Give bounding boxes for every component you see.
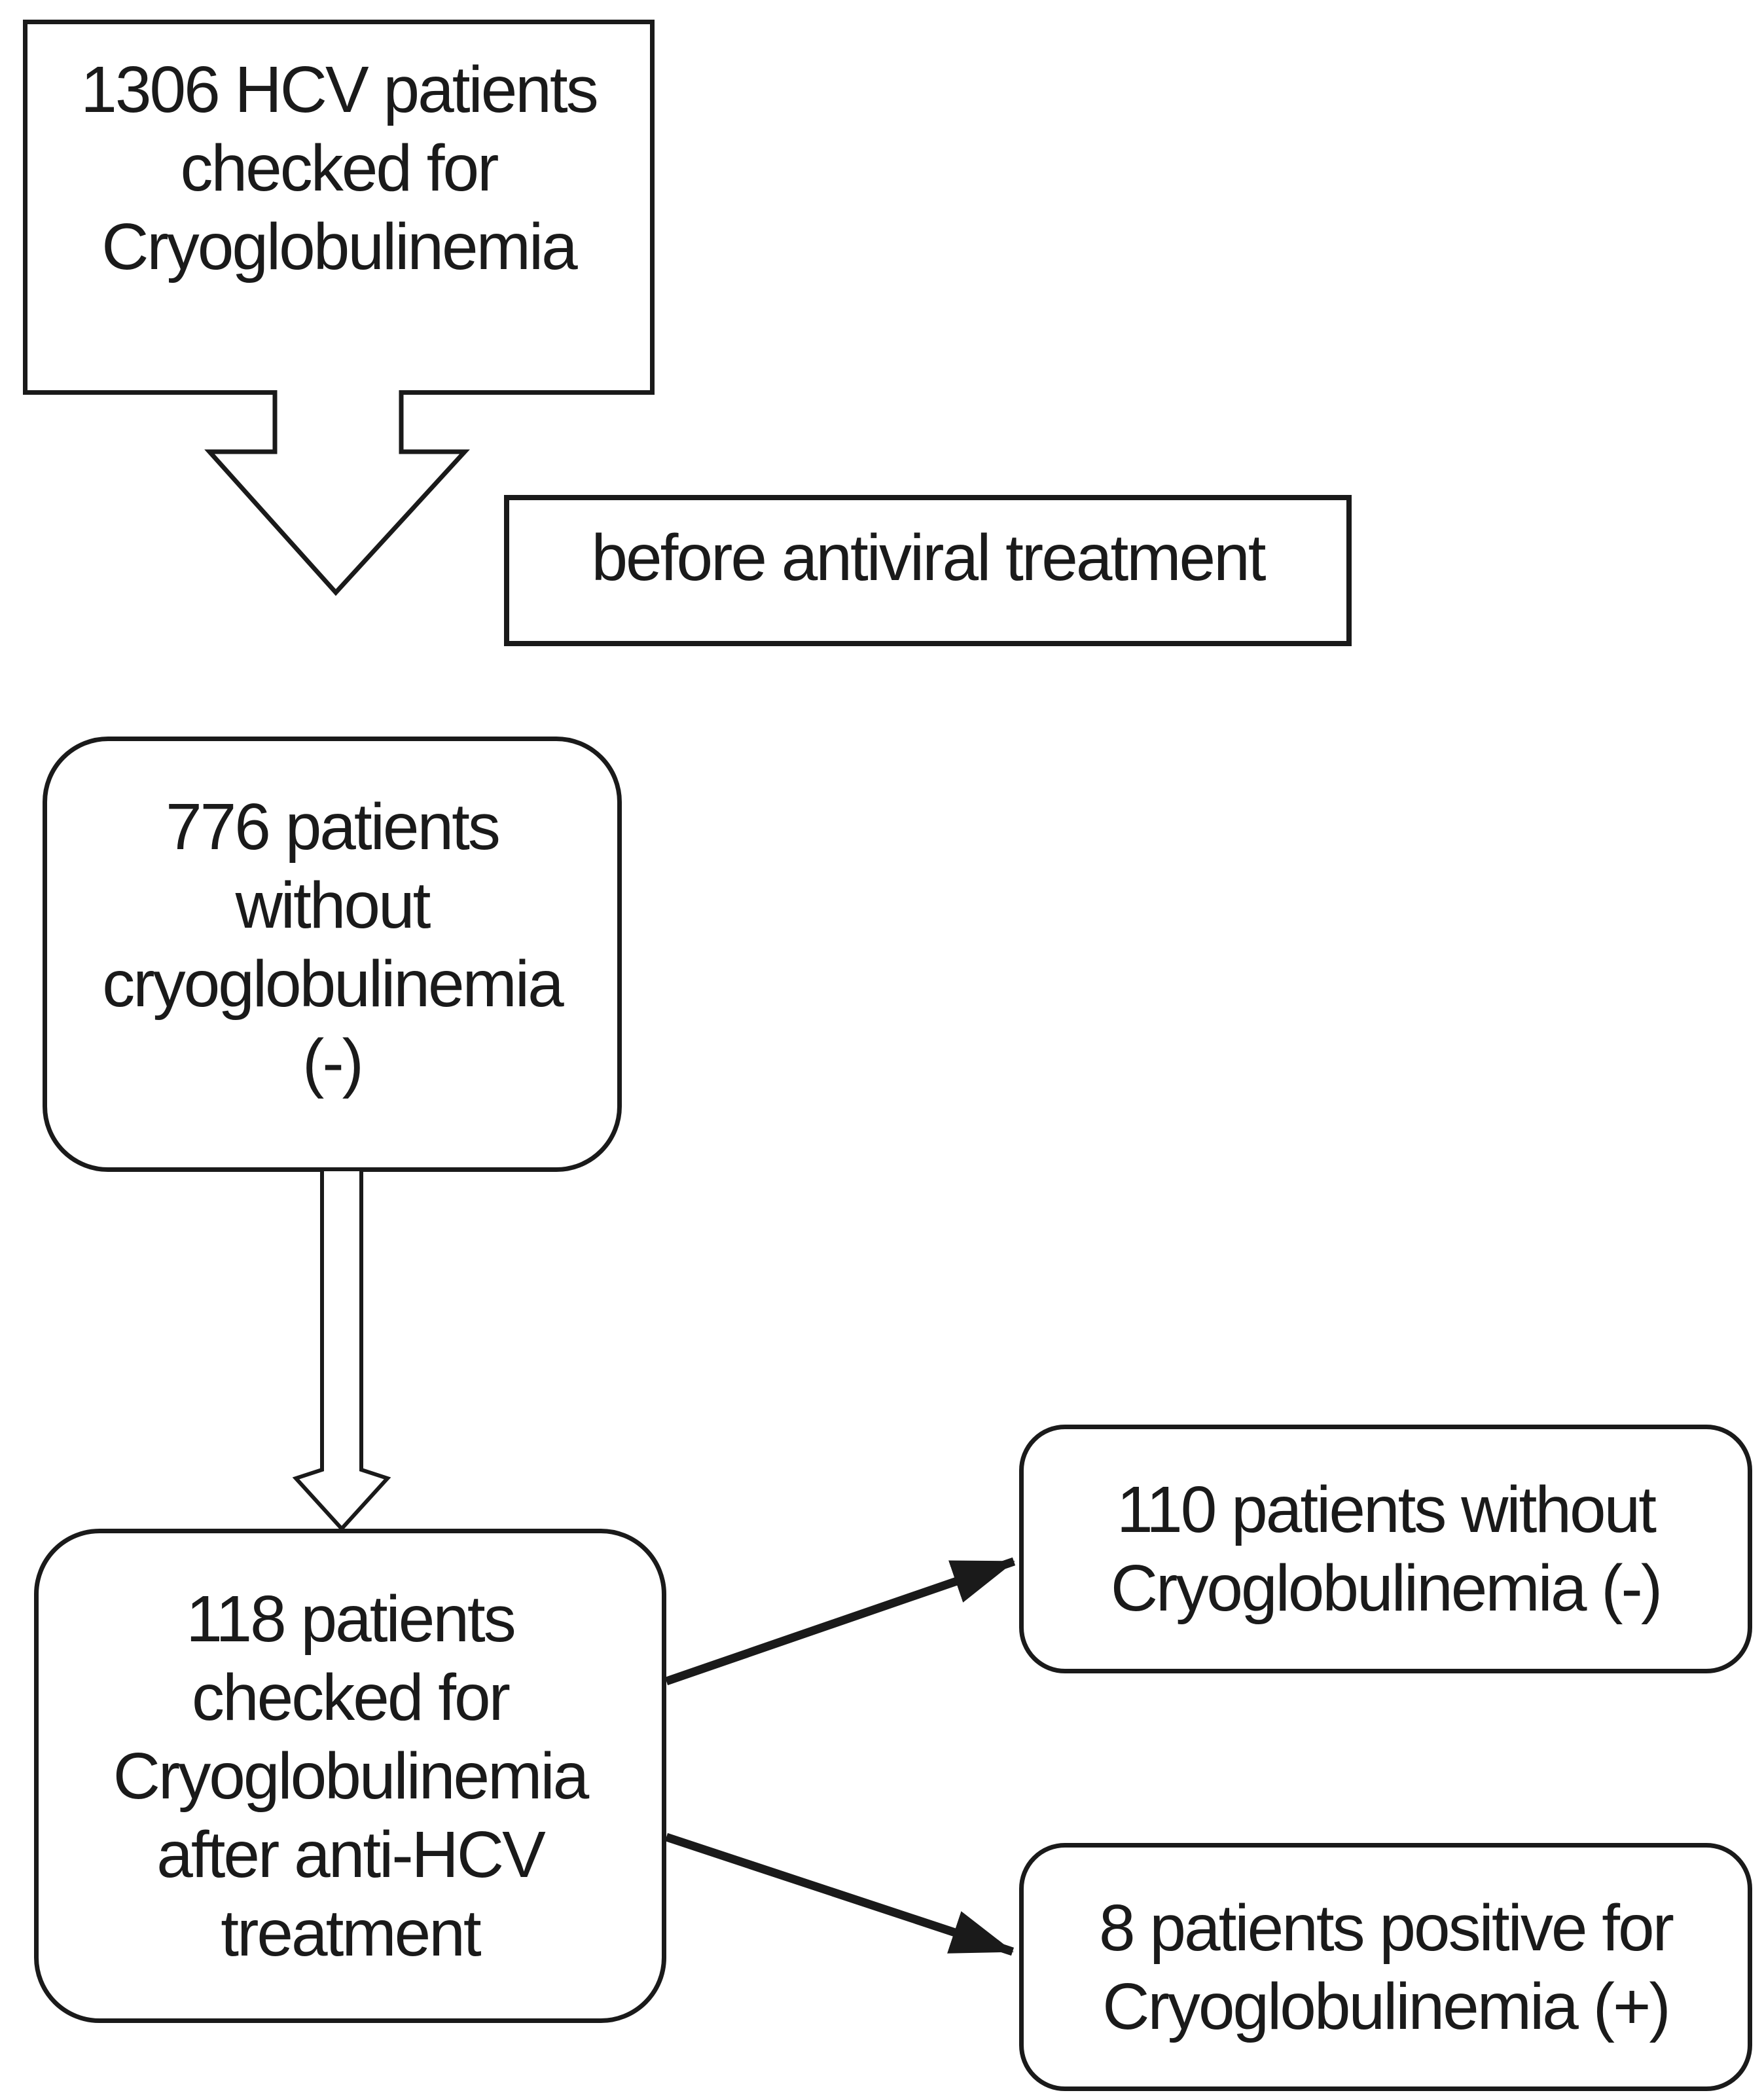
hollow-line-down-arrow-icon [292, 1167, 391, 1532]
arrow-to-negative-after-icon [664, 1557, 1016, 1686]
node-text-line: (-) [302, 1025, 364, 1099]
node-text-line: treatment [221, 1896, 481, 1970]
node-checked-after-treatment: 118 patients checked for Cryoglobulinemi… [34, 1529, 666, 2023]
node-text-line: checked for [192, 1660, 511, 1734]
node-text-line: 118 patients [186, 1582, 516, 1656]
node-text-line: 110 patients without [1116, 1473, 1657, 1546]
node-text-line: Cryoglobulinemia (+) [1102, 1969, 1670, 2043]
node-text-line: 8 patients positive for [1099, 1891, 1674, 1965]
node-text-line: 776 patients [166, 790, 501, 864]
node-text-line: cryoglobulinemia [102, 947, 564, 1021]
node-negative-before-treatment: 776 patients without cryoglobulinemia (-… [43, 737, 622, 1172]
node-timing-label: before antiviral treatment [504, 495, 1352, 646]
node-positive-after-treatment: 8 patients positive for Cryoglobulinemia… [1019, 1843, 1752, 2091]
arrow-to-positive-after-icon [664, 1832, 1015, 1956]
node-negative-after-treatment: 110 patients without Cryoglobulinemia (-… [1019, 1425, 1752, 1673]
node-text-line: Cryoglobulinemia (-) [1110, 1552, 1663, 1625]
node-text-line: 1306 HCV patients [81, 53, 598, 126]
hollow-block-down-arrow-icon [204, 390, 470, 596]
node-screened-patients: 1306 HCV patients checked for Cryoglobul… [23, 20, 655, 395]
node-text-line: after anti-HCV [156, 1817, 546, 1891]
node-text-line: Cryoglobulinemia [101, 210, 578, 283]
node-text-line: without [235, 868, 431, 942]
node-text-line: checked for [180, 132, 499, 205]
node-text-line: before antiviral treatment [591, 520, 1266, 594]
node-text-line: Cryoglobulinemia [113, 1739, 590, 1813]
